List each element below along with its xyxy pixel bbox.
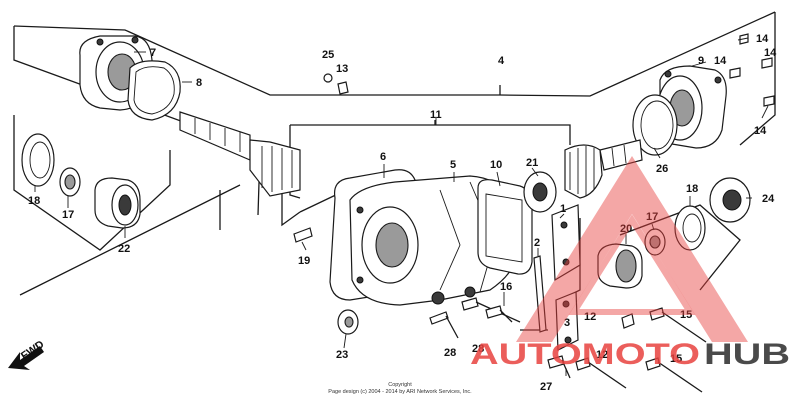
assembly-outline-left — [13, 11, 776, 296]
copyright-line-1: Copyright — [388, 382, 412, 388]
watermark-brand-part2: HUB — [704, 338, 790, 371]
callout-5: 5 — [450, 159, 456, 171]
part-26-gasket-ring — [632, 94, 678, 156]
callout-15-a: 15 — [680, 309, 692, 321]
callout-14-b: 14 — [756, 33, 769, 45]
part-3-bracket — [555, 291, 579, 351]
watermark-brand-part1: AUTOMOTO — [470, 338, 700, 371]
callout-18-right: 18 — [686, 183, 698, 195]
watermark-triangle-icon — [516, 156, 748, 342]
callout-1: 1 — [560, 203, 566, 215]
output-shaft — [599, 139, 643, 171]
callout-16: 16 — [500, 281, 512, 293]
callout-23: 23 — [336, 349, 348, 361]
fwd-direction-indicator: FWD — [8, 339, 46, 370]
callout-17-right: 17 — [646, 211, 658, 223]
part-23-washer — [337, 309, 359, 335]
part-17-nut-left — [59, 167, 81, 197]
callout-17-left: 17 — [62, 209, 74, 221]
leader-lines — [34, 37, 769, 376]
part-8-gasket — [127, 60, 181, 121]
callout-28-a: 28 — [444, 347, 456, 359]
part-19-key — [293, 227, 313, 243]
callout-numbers: 7 8 4 11 25 13 6 5 10 21 9 14 14 14 14 2… — [28, 33, 777, 393]
part-21-bearing — [523, 171, 557, 213]
part-2-pin — [533, 255, 547, 333]
part-10-cover-gasket — [477, 179, 533, 275]
callout-8: 8 — [196, 77, 202, 89]
part-1-side-cover-plate — [551, 204, 581, 282]
callout-25: 25 — [322, 49, 334, 61]
callout-28-b: 28 — [472, 343, 484, 355]
callout-11: 11 — [430, 109, 442, 121]
callout-22: 22 — [118, 243, 130, 255]
callout-14-a: 14 — [714, 55, 727, 67]
callout-14-d: 14 — [754, 125, 767, 137]
callout-24: 24 — [762, 193, 775, 205]
part-13-plug — [337, 81, 349, 95]
callout-27: 27 — [540, 381, 552, 393]
callout-12-b: 12 — [596, 349, 608, 361]
ring-gear — [564, 144, 603, 199]
callout-4: 4 — [498, 55, 505, 67]
callout-3: 3 — [564, 317, 570, 329]
callout-26: 26 — [656, 163, 668, 175]
copyright-line-2: Page design (c) 2004 - 2014 by ARI Netwo… — [328, 389, 472, 395]
callout-13: 13 — [336, 63, 348, 75]
callout-19: 19 — [298, 255, 310, 267]
part-17-nut-right — [644, 228, 666, 256]
part-25-fitting — [323, 73, 333, 83]
callout-2: 2 — [534, 237, 540, 249]
fwd-arrow-icon — [8, 346, 44, 370]
drive-shaft-with-pinion — [179, 111, 301, 197]
callout-12-a: 12 — [584, 311, 596, 323]
callout-6: 6 — [380, 151, 386, 163]
automotohub-watermark: AUTOMOTO HUB — [470, 156, 790, 371]
callout-9: 9 — [698, 55, 704, 67]
callout-18-left: 18 — [28, 195, 40, 207]
part-18-snap-ring-left — [21, 133, 55, 187]
callout-21: 21 — [526, 157, 538, 169]
copyright-notice: Copyright Page design (c) 2004 - 2014 by… — [328, 382, 472, 395]
part-20-bearing — [597, 243, 643, 289]
callout-10: 10 — [490, 159, 502, 171]
bolts-group — [429, 33, 775, 393]
part-24-oil-seal — [709, 177, 751, 223]
callout-7: 7 — [150, 47, 156, 59]
part-22-bearing — [94, 177, 141, 229]
callout-15-b: 15 — [670, 353, 682, 365]
callout-14-c: 14 — [764, 47, 777, 59]
callout-20: 20 — [620, 223, 632, 235]
